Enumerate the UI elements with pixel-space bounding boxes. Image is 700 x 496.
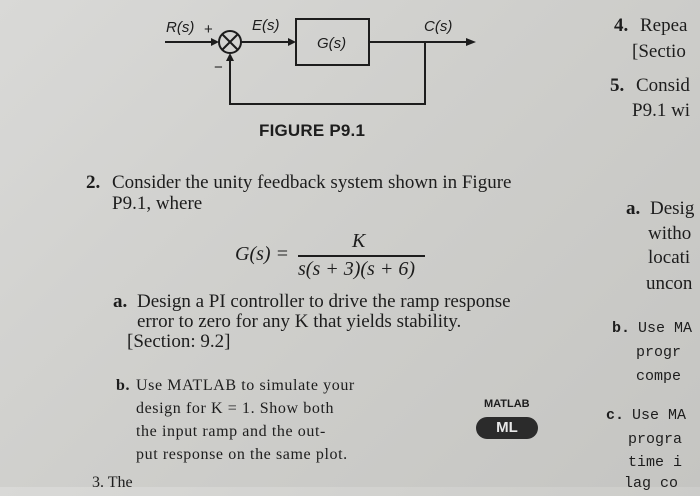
ml-badge: ML bbox=[476, 417, 538, 439]
error-arrowhead bbox=[288, 38, 296, 46]
problem-number: 2. bbox=[86, 172, 101, 193]
problem-intro-line2: P9.1, where bbox=[112, 193, 203, 214]
right-part-c-line2: progra bbox=[628, 431, 683, 448]
part-b-label: b. bbox=[116, 377, 131, 394]
item-4-line1: Repea bbox=[640, 15, 688, 36]
matlab-label: MATLAB bbox=[484, 398, 530, 410]
minus-sign: − bbox=[214, 59, 223, 76]
output-arrowhead bbox=[466, 38, 476, 46]
right-part-b-label: b. bbox=[612, 320, 631, 337]
right-part-c-line3: time i bbox=[628, 454, 683, 471]
part-a-line3: [Section: 9.2] bbox=[127, 331, 231, 352]
error-label: E(s) bbox=[252, 17, 280, 34]
right-part-c-line1: Use MA bbox=[632, 407, 687, 424]
right-part-a-line4: uncon bbox=[646, 273, 693, 294]
item-4-line2: [Sectio bbox=[632, 41, 686, 62]
fraction-bar bbox=[298, 255, 425, 257]
right-part-b-line2: progr bbox=[636, 344, 682, 361]
right-part-a-line1: Desig bbox=[650, 198, 695, 219]
block-diagram: R(s) + − E(s) G(s) C(s) bbox=[165, 17, 476, 105]
plus-sign: + bbox=[204, 21, 213, 38]
feedback-path bbox=[229, 42, 426, 105]
part-b-line2: design for K = 1. Show both bbox=[136, 400, 335, 417]
input-arrowhead bbox=[211, 38, 219, 46]
problem-intro-line1: Consider the unity feedback system shown… bbox=[112, 172, 512, 193]
equation-lhs: G(s) = bbox=[235, 243, 290, 265]
part-b-line1: Use MATLAB to simulate your bbox=[136, 377, 355, 394]
feedback-arrowhead bbox=[226, 53, 234, 61]
input-label: R(s) bbox=[166, 19, 194, 36]
right-part-a-line2: witho bbox=[648, 223, 692, 244]
next-problem-fragment: 3. The bbox=[92, 474, 133, 491]
right-part-b-line1: Use MA bbox=[638, 320, 693, 337]
equation-numerator: K bbox=[352, 230, 366, 252]
right-part-a-label: a. bbox=[626, 198, 641, 219]
part-a-line2: error to zero for any K that yields stab… bbox=[137, 311, 462, 332]
right-part-c-line4: lag co bbox=[624, 475, 679, 492]
part-a-line1: Design a PI controller to drive the ramp… bbox=[137, 291, 511, 312]
item-5-line2: P9.1 wi bbox=[632, 100, 691, 121]
equation-denominator: s(s + 3)(s + 6) bbox=[298, 258, 415, 280]
right-part-b-line3: compe bbox=[636, 368, 682, 385]
output-label: C(s) bbox=[424, 18, 452, 35]
item-5-number: 5. bbox=[610, 75, 625, 96]
part-b-line4: put response on the same plot. bbox=[136, 446, 348, 463]
figure-caption: FIGURE P9.1 bbox=[259, 121, 366, 140]
part-a-label: a. bbox=[113, 291, 128, 312]
item-4-number: 4. bbox=[614, 15, 629, 36]
part-b-line3: the input ramp and the out- bbox=[136, 423, 326, 440]
item-5-line1: Consid bbox=[636, 75, 690, 96]
right-part-a-line3: locati bbox=[648, 247, 691, 268]
plant-label: G(s) bbox=[317, 35, 346, 52]
right-part-c-label: c. bbox=[606, 407, 625, 424]
